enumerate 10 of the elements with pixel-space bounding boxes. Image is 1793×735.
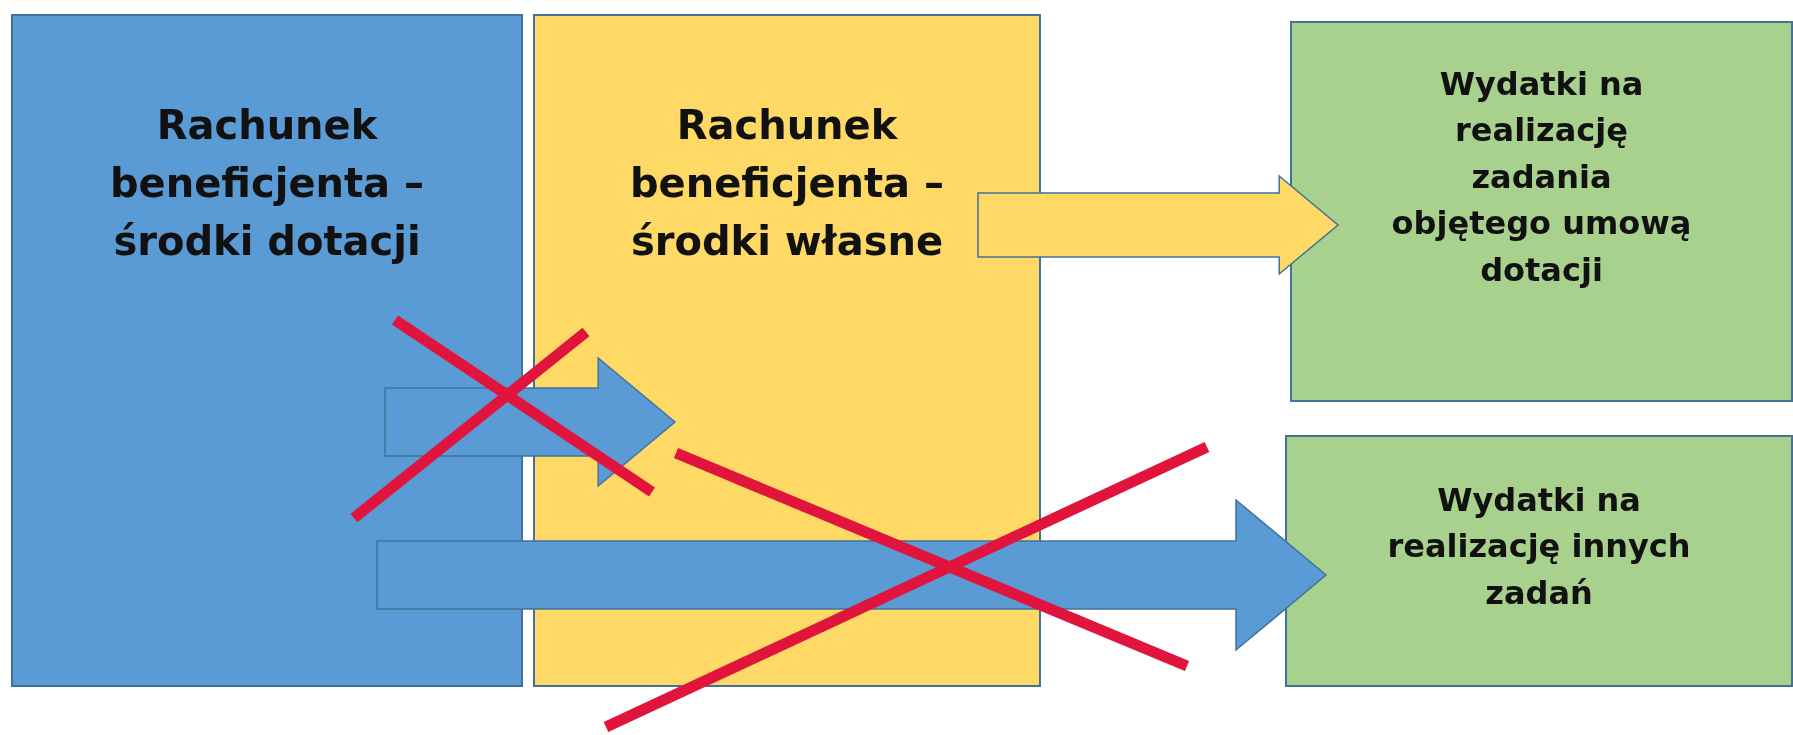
box-label: Wydatki na realizację innych zadań xyxy=(1386,480,1692,614)
account-box xyxy=(11,14,523,687)
expense-box xyxy=(1285,435,1793,687)
expense-box xyxy=(1290,21,1793,402)
box-label: Rachunek beneficjenta – środki dotacji xyxy=(108,101,426,266)
box-label: Rachunek beneficjenta – środki własne xyxy=(628,101,946,266)
block-arrow xyxy=(376,498,1328,652)
block-arrow xyxy=(384,356,677,488)
block-arrow xyxy=(977,174,1340,276)
box-label: Wydatki na realizację zadania objętego umową dotacji xyxy=(1391,64,1692,291)
